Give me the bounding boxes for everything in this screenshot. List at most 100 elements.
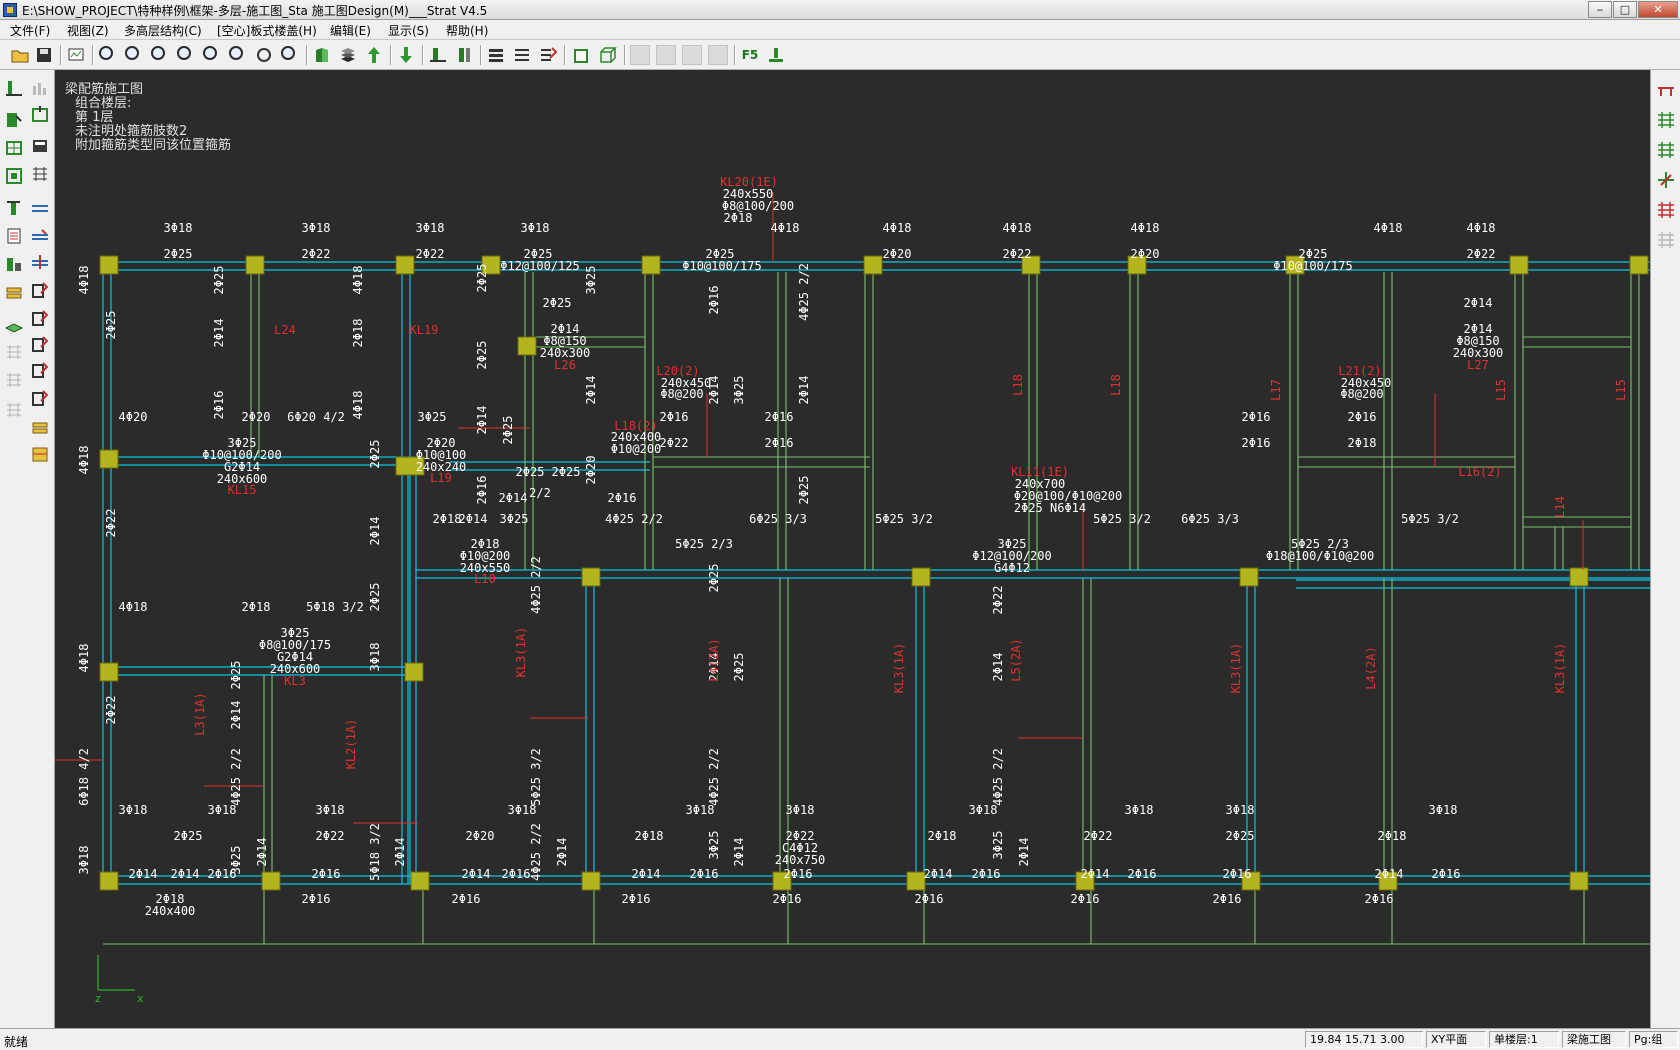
redraw-icon[interactable]	[254, 45, 274, 65]
note-combined-floor: 组合楼层:	[75, 96, 131, 111]
table-tool-icon[interactable]	[4, 138, 24, 158]
rebar-edit-icon[interactable]	[30, 280, 50, 300]
layer-icon[interactable]	[312, 45, 332, 65]
beam-tool-icon[interactable]	[4, 78, 24, 98]
rebar-mark-icon[interactable]	[30, 388, 50, 408]
print-preview-icon[interactable]	[66, 45, 86, 65]
zoom-realtime-icon[interactable]	[202, 45, 222, 65]
beam-offset-icon[interactable]	[30, 226, 50, 246]
menu-edit[interactable]: 编辑(E)	[330, 24, 371, 38]
refresh-f5-button[interactable]: F5	[741, 48, 759, 62]
maximize-button[interactable]: □	[1613, 1, 1637, 18]
disabled-grid-icon	[4, 342, 24, 362]
rebar-stack-icon[interactable]	[30, 418, 50, 438]
left-tool-panel	[0, 70, 55, 1028]
rebar-label: 2Φ16	[502, 867, 531, 881]
section-tool-icon[interactable]	[4, 254, 24, 274]
beam-group-icon[interactable]	[512, 45, 532, 65]
beam-red-icon[interactable]	[1656, 80, 1676, 100]
arrow-up-icon[interactable]	[364, 45, 384, 65]
menu-multistory[interactable]: 多高层结构(C)	[124, 24, 202, 38]
zoom-all-icon[interactable]	[124, 45, 144, 65]
layer-tool-icon[interactable]	[4, 314, 24, 334]
rebar-vertical-label: 4Φ25 2/2	[797, 263, 811, 321]
rebar-label: 2Φ14	[1081, 867, 1110, 881]
rebar-label: 2Φ25	[524, 247, 553, 261]
rebar-table-icon[interactable]	[30, 444, 50, 464]
rebar-copy-icon[interactable]	[30, 334, 50, 354]
secondary-beam-lines	[103, 272, 1650, 945]
zoom-window-icon[interactable]	[98, 45, 118, 65]
sheet-tool-icon[interactable]	[30, 136, 50, 156]
rebar-label: 2Φ18	[1378, 829, 1407, 843]
rebar-label: 3Φ18	[416, 221, 445, 235]
zoom-previous-icon[interactable]	[228, 45, 248, 65]
stack-icon[interactable]	[338, 45, 358, 65]
column-tool-icon[interactable]	[4, 198, 24, 218]
rebar-label: 2Φ25	[164, 247, 193, 261]
rebar-label: 4Φ18	[1131, 221, 1160, 235]
beam-split-icon[interactable]	[30, 252, 50, 272]
rebar-label: 6Φ20 4/2	[287, 410, 345, 424]
rebar-vertical-label: 4Φ25 2/2	[707, 748, 721, 806]
rebar-delete-icon[interactable]	[30, 360, 50, 380]
rebar-vertical-label: 2Φ14	[584, 376, 598, 405]
rebar-label: 2Φ18	[928, 829, 957, 843]
rebar-label: 2Φ18	[433, 512, 462, 526]
rebar-label: 240x450	[1341, 376, 1392, 390]
menu-help[interactable]: 帮助(H)	[446, 24, 489, 38]
rebar-label: 240x300	[1453, 346, 1504, 360]
beam-lines	[102, 261, 1650, 885]
column-icon[interactable]	[428, 45, 448, 65]
beam-align-icon[interactable]	[30, 198, 50, 218]
menu-display[interactable]: 显示(S)	[388, 24, 429, 38]
beam-id-vertical-label: L17	[1269, 379, 1283, 401]
status-extra: Pg:组	[1629, 1031, 1678, 1048]
rebar-label: 4Φ18	[1003, 221, 1032, 235]
main-toolbar: F5	[0, 40, 1680, 70]
save-icon[interactable]	[34, 45, 54, 65]
grid-red-icon[interactable]	[1656, 200, 1676, 220]
menu-file[interactable]: 文件(F)	[10, 24, 51, 38]
edit-tool-icon[interactable]	[4, 110, 24, 130]
open-icon[interactable]	[10, 45, 30, 65]
menu-view[interactable]: 视图(Z)	[67, 24, 109, 38]
move-tool-icon[interactable]	[30, 104, 50, 124]
beam-edit-icon[interactable]	[538, 45, 558, 65]
menu-slab-floor[interactable]: [空心]板式楼盖(H)	[217, 24, 317, 38]
rebar-label: 2Φ16	[1242, 436, 1271, 450]
arrow-down-icon[interactable]	[396, 45, 416, 65]
rebar-label: 2Φ20	[427, 436, 456, 450]
column-edit-icon[interactable]	[454, 45, 474, 65]
rebar-label: 3Φ25	[281, 626, 310, 640]
beam-list-icon[interactable]	[486, 45, 506, 65]
grid-green-icon[interactable]	[1656, 110, 1676, 130]
box-3d-icon[interactable]	[598, 45, 618, 65]
disabled-tool-icon	[708, 45, 728, 65]
app-icon[interactable]	[3, 3, 17, 17]
rebar-label: 3Φ25	[998, 537, 1027, 551]
minimize-button[interactable]: ‒	[1588, 1, 1612, 18]
pan-icon[interactable]	[280, 45, 300, 65]
close-button[interactable]: ✕	[1638, 1, 1678, 18]
grid-tool-icon[interactable]	[30, 164, 50, 184]
fit-tool-icon[interactable]	[4, 166, 24, 186]
doc-tool-icon[interactable]	[4, 226, 24, 246]
box-icon[interactable]	[572, 45, 592, 65]
grid-green-icon[interactable]	[1656, 140, 1676, 160]
rebar-label: 240x750	[775, 853, 826, 867]
dimension-icon[interactable]	[766, 45, 786, 65]
beam-id-vertical-label: KL3(1A)	[1553, 643, 1567, 694]
rebar-check-icon[interactable]	[30, 308, 50, 328]
zoom-in-icon[interactable]	[150, 45, 170, 65]
zoom-out-icon[interactable]	[176, 45, 196, 65]
rebar-vertical-label: 6Φ18 4/2	[77, 748, 91, 806]
rebar-label: 2Φ14	[459, 512, 488, 526]
rebar-vertical-label: 2Φ25	[475, 264, 489, 293]
axis-green-icon[interactable]	[1656, 170, 1676, 190]
stack-tool-icon[interactable]	[4, 284, 24, 304]
disabled-grid-icon	[4, 370, 24, 390]
